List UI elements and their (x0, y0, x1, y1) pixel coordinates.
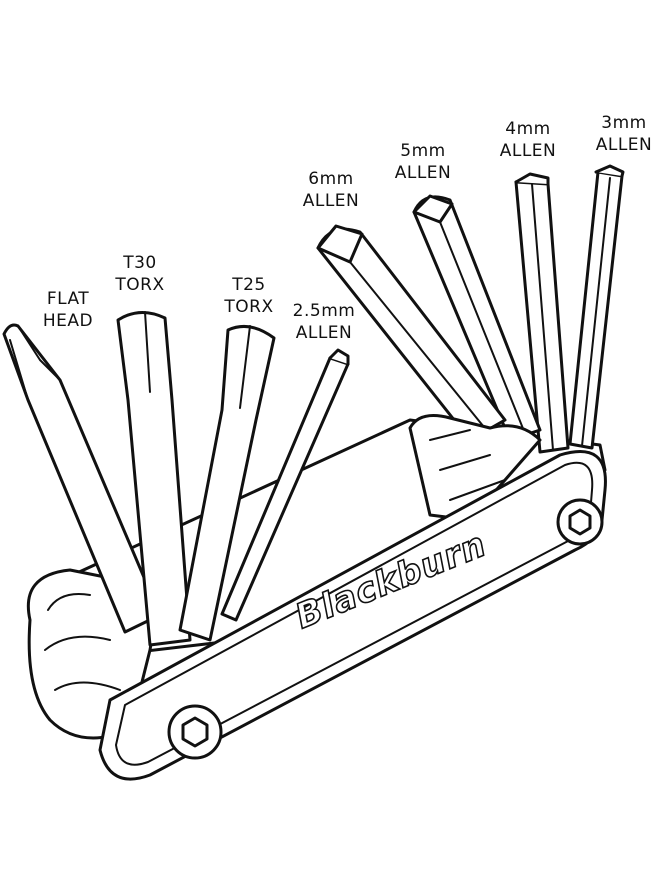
tool-4mm-allen (514, 172, 570, 454)
right-pivot (408, 414, 542, 522)
tool-6mm-allen (316, 224, 507, 442)
tool-flat-head (2, 323, 162, 634)
tool-2-5mm-allen (220, 348, 350, 622)
tool-t25-torx (178, 324, 276, 642)
tool-5mm-allen (412, 194, 542, 442)
tool-3mm-allen (568, 164, 625, 450)
tool-t30-torx (116, 311, 192, 647)
bolt-left (167, 704, 223, 760)
bolt-right (556, 498, 604, 546)
